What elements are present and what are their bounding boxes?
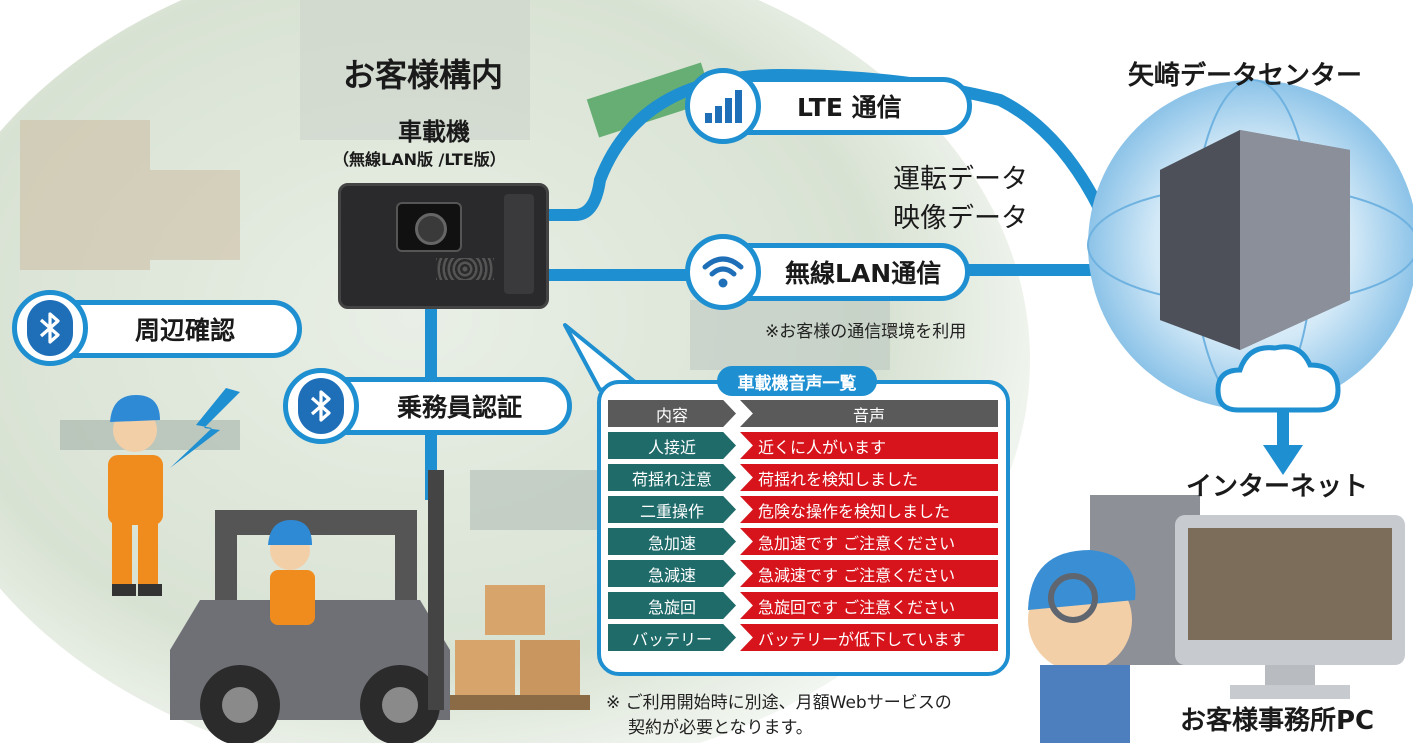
- voice-row: 急加速 急加速です ご注意ください: [608, 528, 998, 555]
- header-content: 内容: [608, 400, 736, 427]
- bt-crew-auth-icon-circle: [283, 368, 359, 444]
- forklift-illustration: [170, 470, 450, 743]
- bluetooth-icon: [27, 300, 73, 356]
- data-label-video: 映像データ: [893, 203, 1028, 234]
- office-pc-title: お客様事務所PC: [1180, 706, 1375, 736]
- bt-crew-auth-label: 乗務員認証: [397, 393, 523, 422]
- voice-list-header: 内容 音声: [608, 400, 998, 427]
- network-note: ※お客様の通信環境を利用: [765, 322, 967, 342]
- device-side-panel: [504, 194, 534, 294]
- voice-row-voice: 急旋回です ご注意ください: [740, 592, 998, 619]
- inspector-person-illustration: [1028, 550, 1136, 743]
- voice-row: 急減速 急減速です ご注意ください: [608, 560, 998, 587]
- signal-bars-icon: [705, 90, 742, 123]
- onboard-device: [338, 183, 549, 309]
- voice-row-voice: 急加速です ご注意ください: [740, 528, 998, 555]
- bt-surroundings-icon-circle: [12, 290, 88, 366]
- voice-row-content: 二重操作: [608, 496, 736, 523]
- wifi-icon: [702, 256, 744, 288]
- bluetooth-icon: [298, 378, 344, 434]
- cargo-boxes-illustration: [450, 585, 590, 710]
- voice-row-voice: 近くに人がいます: [740, 432, 998, 459]
- wlan-label: 無線LAN通信: [785, 259, 942, 288]
- voice-row-voice: バッテリーが低下しています: [740, 624, 998, 651]
- voice-row: 二重操作 危険な操作を検知しました: [608, 496, 998, 523]
- voice-list-title: 車載機音声一覧: [717, 366, 877, 396]
- voice-row-voice: 急減速です ご注意ください: [740, 560, 998, 587]
- wlan-icon-circle: [685, 234, 761, 310]
- header-voice: 音声: [740, 400, 998, 427]
- footnote-line1: ※ ご利用開始時に別途、月額Webサービスの: [606, 693, 952, 713]
- voice-row-content: 急減速: [608, 560, 736, 587]
- lte-label: LTE 通信: [797, 93, 902, 122]
- bt-surroundings-label: 周辺確認: [135, 316, 236, 345]
- datacenter-illustration: [1087, 79, 1413, 411]
- voice-row: 急旋回 急旋回です ご注意ください: [608, 592, 998, 619]
- worker-illustration: [108, 395, 163, 596]
- customer-premises-title: お客様構内: [343, 56, 504, 94]
- voice-row-voice: 危険な操作を検知しました: [740, 496, 998, 523]
- voice-row: 荷揺れ注意 荷揺れを検知しました: [608, 464, 998, 491]
- datacenter-title: 矢崎データセンター: [1128, 61, 1363, 91]
- voice-row-content: 急加速: [608, 528, 736, 555]
- data-label-driving: 運転データ: [893, 164, 1028, 195]
- internet-label: インターネット: [1186, 472, 1369, 502]
- lte-icon-circle: [685, 68, 761, 144]
- device-camera: [396, 202, 462, 252]
- device-speaker: [436, 258, 494, 280]
- voice-row: 人接近 近くに人がいます: [608, 432, 998, 459]
- voice-row-voice: 荷揺れを検知しました: [740, 464, 998, 491]
- device-subtitle: （無線LAN版 /LTE版）: [333, 150, 506, 169]
- voice-row-content: 人接近: [608, 432, 736, 459]
- voice-row-content: バッテリー: [608, 624, 736, 651]
- device-title: 車載機: [398, 118, 470, 146]
- office-pc-illustration: [1090, 495, 1405, 699]
- footnote-line2: 契約が必要となります。: [628, 718, 813, 738]
- voice-row-content: 荷揺れ注意: [608, 464, 736, 491]
- voice-row-content: 急旋回: [608, 592, 736, 619]
- camera-lens-icon: [415, 213, 447, 245]
- lightning-bolt-icon: [170, 388, 240, 468]
- voice-row: バッテリー バッテリーが低下しています: [608, 624, 998, 651]
- cloud-icon: [1215, 344, 1341, 413]
